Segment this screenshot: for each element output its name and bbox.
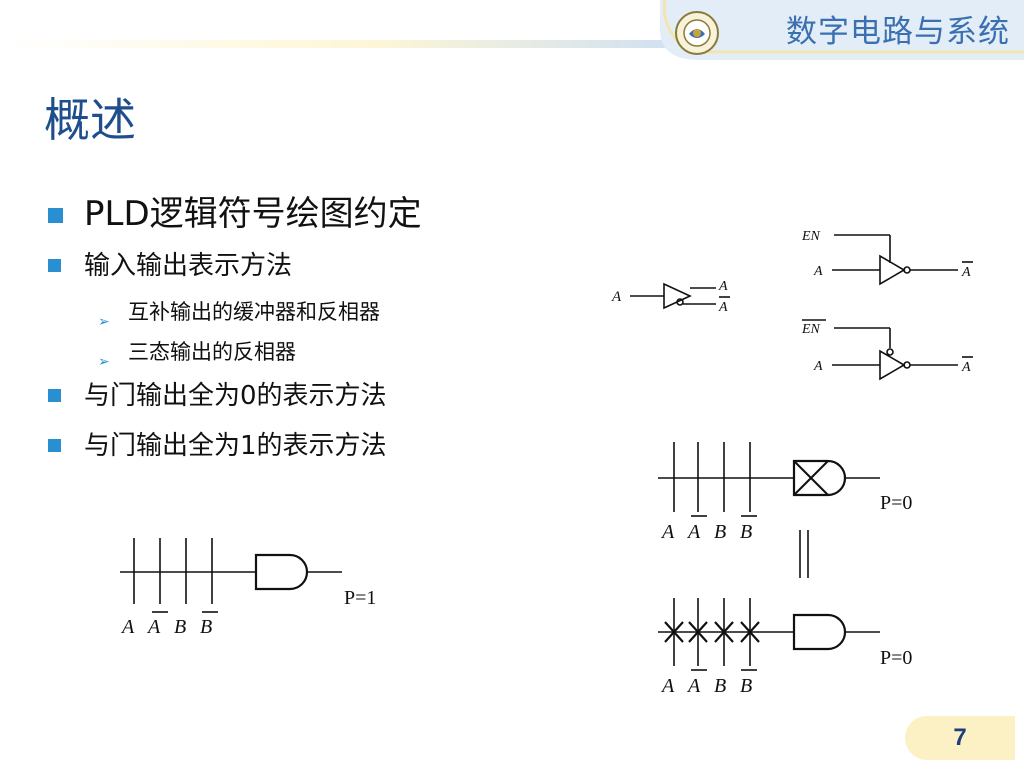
slide-title: 概述 <box>44 93 136 147</box>
tristate-enbar-label: EN <box>801 322 821 337</box>
and-p1-label: P=1 <box>344 587 376 609</box>
var-label: A <box>686 675 701 697</box>
tristate-inverter-en: EN A A <box>801 229 973 286</box>
var-label: B <box>200 616 212 638</box>
bullet-square-icon <box>48 259 61 272</box>
var-label: A <box>120 616 135 638</box>
equivalence-marker <box>799 530 809 578</box>
var-label: B <box>714 521 726 543</box>
buffer-output-abar-label: A <box>718 300 728 315</box>
bullet-item: PLD逻辑符号绘图约定 <box>48 188 422 244</box>
tristate-en-label: EN <box>801 229 821 244</box>
bullet-item: 与门输出全为0的表示方法 <box>48 374 422 424</box>
tristate2-input-label: A <box>813 359 823 374</box>
var-label: A <box>686 521 701 543</box>
page-number-pill <box>905 716 1015 760</box>
bullet-square-icon <box>48 389 61 402</box>
bullet-square-icon <box>48 208 63 223</box>
xor-p0-label: P=0 <box>880 492 912 514</box>
sub-bullet-item: ➢ 互补输出的缓冲器和反相器 <box>48 294 422 334</box>
var-label: A <box>146 616 161 638</box>
var-label: B <box>174 616 186 638</box>
bullet-list: PLD逻辑符号绘图约定 输入输出表示方法 ➢ 互补输出的缓冲器和反相器 ➢ 三态… <box>48 188 422 474</box>
university-logo <box>675 11 719 55</box>
bullet-item: 输入输出表示方法 <box>48 244 422 294</box>
bullet-square-icon <box>48 439 61 452</box>
var-label: B <box>740 521 752 543</box>
crossed-and-gate-p0: P=0 A A B B <box>658 442 912 543</box>
cross-p0-label: P=0 <box>880 647 912 669</box>
page-number: 7 <box>953 724 967 751</box>
var-label: A <box>660 675 675 697</box>
sub-bullet-item: ➢ 三态输出的反相器 <box>48 334 422 374</box>
tristate-output-label: A <box>961 265 971 280</box>
tristate-input-label: A <box>813 264 823 279</box>
var-label: B <box>714 675 726 697</box>
arrow-bullet-icon: ➢ <box>98 354 110 370</box>
tristate-inverter-enbar: EN A A <box>801 319 973 381</box>
and-gate-crossed-inputs-p0: P=0 A A B B <box>658 598 912 697</box>
buffer-output-a-label: A <box>718 279 728 294</box>
buffer-input-label: A <box>611 289 622 305</box>
arrow-bullet-icon: ➢ <box>98 314 110 330</box>
and-gate-p1: P=1 A A B B <box>120 538 376 638</box>
var-label: A <box>660 521 675 543</box>
tristate2-output-label: A <box>961 360 971 375</box>
bullet-item: 与门输出全为1的表示方法 <box>48 424 422 474</box>
var-label: B <box>740 675 752 697</box>
course-title: 数字电路与系统 <box>786 14 1010 50</box>
complementary-buffer: A A A <box>611 279 730 315</box>
